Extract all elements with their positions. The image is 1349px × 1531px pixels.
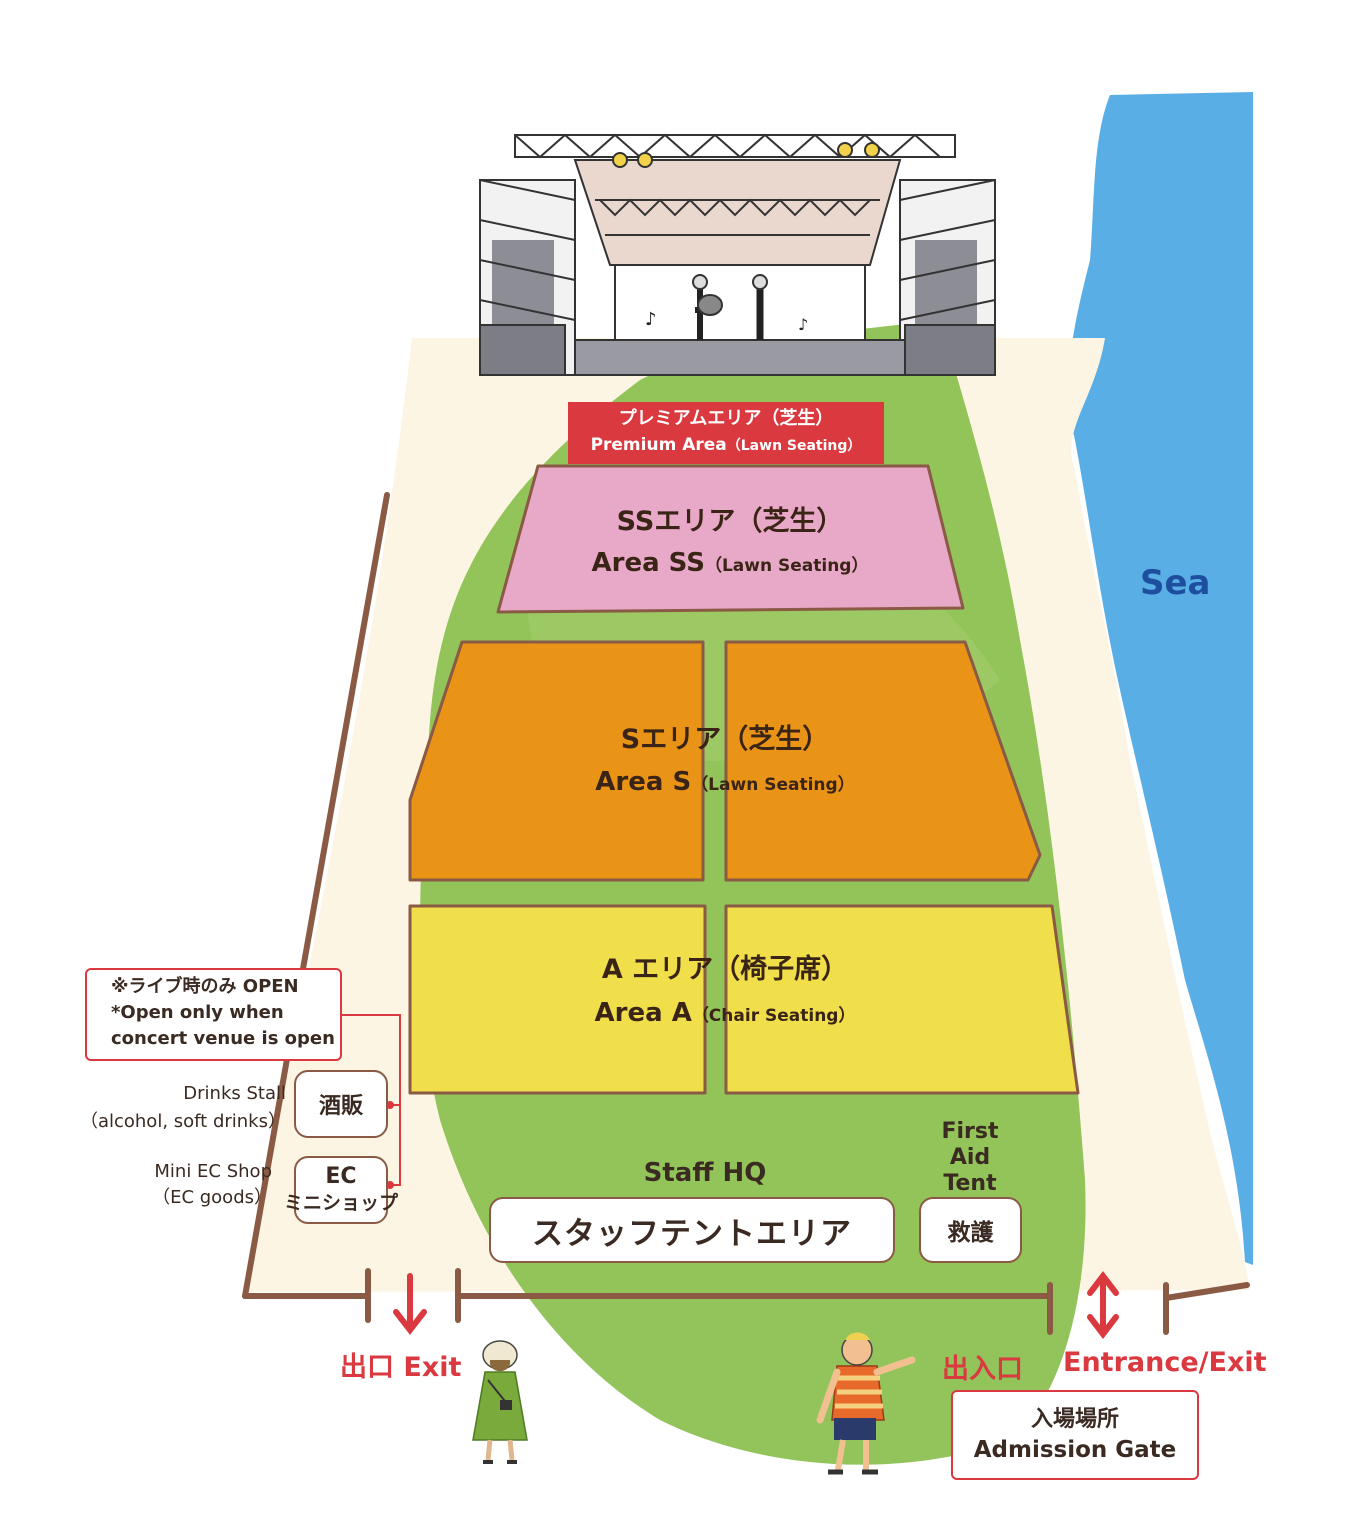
area-a-jp: A エリア（椅子席） [601,954,849,985]
premium-area-en-note: （Lawn Seating） [726,438,862,454]
admission-gate-box[interactable]: 入場場所 Admission Gate [951,1390,1199,1480]
area-a-en-note: （Chair Seating） [691,1006,856,1026]
area-a-left-shape [408,904,707,1095]
notice-line-3: concert venue is open [111,1028,335,1049]
area-s-jp: Sエリア（芝生） [620,724,830,755]
notice-line-1: ※ライブ時のみ OPEN [111,976,299,997]
area-s-en: Area S（Lawn Seating） [515,760,935,807]
svg-text:♪: ♪ [645,309,657,330]
ec-label-en: Mini EC Shop [154,1161,272,1182]
area-ss-label: SSエリア（芝生） Area SS（Lawn Seating） [520,502,940,587]
area-a-label: A エリア（椅子席） Area A（Chair Seating） [515,950,935,1039]
drinks-label-en: Drinks Stall [183,1083,286,1104]
first-aid-label: First Aid Tent [920,1119,1020,1197]
area-s-right-shape [724,640,1042,882]
svg-text:♪: ♪ [798,315,808,334]
exit-arrow-icon [393,1273,427,1335]
ec-box-line-1: EC [325,1164,357,1189]
admission-jp: 入場場所 [1030,1407,1119,1432]
entrance-label-en: Entrance/Exit [1063,1347,1267,1378]
drinks-stall-box[interactable]: 酒販 [294,1070,388,1138]
drinks-stall-label: Drinks Stall （alcohol, soft drinks） [60,1081,286,1137]
area-ss-en-name: Area SS [591,548,705,578]
ec-shop-box[interactable]: EC ミニショップ [284,1156,398,1224]
area-a-right-shape [724,904,1080,1095]
entrance-label-jp: 出入口 [942,1354,1023,1385]
premium-area-label: プレミアムエリア（芝生） Premium Area（Lawn Seating） [568,406,884,459]
admission-en: Admission Gate [973,1437,1177,1463]
area-ss-en-note: （Lawn Seating） [704,556,869,576]
premium-area-en: Premium Area（Lawn Seating） [568,432,884,459]
visitor-man-figure [816,1332,916,1475]
premium-area-shape [568,402,884,464]
premium-area-en-name: Premium Area [590,435,727,455]
ec-label-en2: （EC goods） [152,1187,272,1208]
premium-area-jp: プレミアムエリア（芝生） [618,408,834,429]
drinks-label-en2: （alcohol, soft drinks） [79,1111,286,1132]
exit-label: 出口 Exit [340,1352,462,1383]
stage-illustration: ♪ ♪ [479,133,996,376]
sea-label: Sea [1140,563,1211,603]
area-s-en-note: （Lawn Seating） [691,775,855,795]
sea-region [1068,92,1253,1265]
staff-hq-label: Staff HQ [643,1158,767,1188]
area-s-label: Sエリア（芝生） Area S（Lawn Seating） [515,720,935,807]
ec-box-line-2: ミニショップ [284,1192,399,1214]
first-aid-box[interactable]: 救護 [919,1197,1022,1263]
first-aid-line-1: First [941,1119,999,1144]
area-s-en-name: Area S [595,767,692,797]
first-aid-line-2: Aid [949,1145,991,1170]
ec-shop-label: Mini EC Shop （EC goods） [60,1160,272,1212]
area-s-left-shape [408,640,705,882]
area-ss-en: Area SS（Lawn Seating） [520,542,940,587]
entrance-arrow-icon [1087,1271,1119,1339]
staff-tent-box[interactable]: スタッフテントエリア [489,1197,895,1263]
notice-line-2: *Open only when [111,1002,284,1023]
area-a-en: Area A（Chair Seating） [515,990,935,1039]
fence [242,492,1250,1335]
area-ss-shape [496,464,965,614]
area-ss-jp: SSエリア（芝生） [616,506,844,537]
area-a-en-name: Area A [594,998,692,1028]
visitor-woman-figure [472,1340,528,1464]
open-notice-box: ※ライブ時のみ OPEN *Open only when concert ven… [85,968,342,1061]
first-aid-line-3: Tent [943,1171,997,1196]
